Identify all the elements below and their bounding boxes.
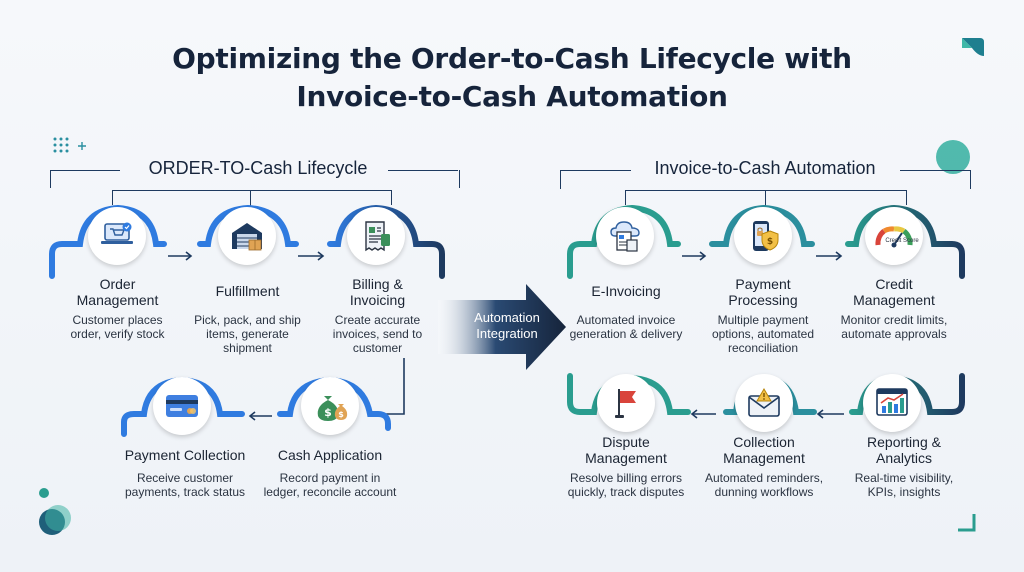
left-bracket-top-right	[388, 170, 458, 171]
credit-management-icon-circle	[865, 207, 923, 265]
teal-circle-decoration-icon	[936, 140, 970, 174]
money-bags-icon: $ $	[317, 396, 348, 421]
left-bottom-row-rails	[121, 376, 391, 437]
fulfillment-desc: Pick, pack, and ship items, generate shi…	[194, 313, 301, 355]
payment-collection-desc: Receive customer payments, track status	[124, 471, 246, 499]
left-down-connector	[382, 358, 405, 415]
payment-processing-label: Payment Processing	[728, 276, 798, 308]
envelope-alert-icon	[748, 388, 780, 417]
order-management-icon-circle	[88, 207, 146, 265]
automation-integration-label: Automation Integration	[474, 310, 540, 341]
svg-text:$: $	[767, 237, 773, 247]
right-bracket-top-right	[900, 170, 971, 189]
dispute-management-icon-circle	[597, 374, 655, 432]
collection-management-desc: Automated reminders, dunning workflows	[704, 471, 824, 499]
dispute-management-desc: Resolve billing errors quickly, track di…	[567, 471, 685, 499]
collection-management-label: Collection Management	[723, 434, 805, 466]
left-bracket-top-left	[50, 170, 120, 171]
collection-management-icon-circle	[735, 374, 793, 432]
credit-management-label: Credit Management	[853, 276, 935, 308]
e-invoicing-label: E-Invoicing	[591, 283, 661, 299]
order-management-label: Order Management	[76, 276, 159, 308]
e-invoicing-desc: Automated invoice generation & delivery	[569, 313, 683, 341]
right-bracket-top-left	[560, 170, 631, 189]
analytics-chart-icon	[876, 388, 908, 416]
reporting-analytics-desc: Real-time visibility, KPIs, insights	[854, 471, 954, 499]
order-management-desc: Customer places order, verify stock	[70, 313, 165, 341]
payment-processing-icon-circle: $	[734, 207, 792, 265]
svg-text:$: $	[338, 410, 344, 419]
dots-decoration-icon	[52, 136, 92, 158]
right-inner-bracket	[625, 190, 907, 205]
svg-text:$: $	[324, 406, 332, 419]
right-section-heading: Invoice-to-Cash Automation	[654, 158, 876, 178]
page-title: Optimizing the Order-to-Cash Lifecycle w…	[0, 40, 1024, 116]
laptop-cart-icon	[101, 222, 133, 244]
automation-integration-arrow	[438, 284, 566, 370]
credit-score-gauge-icon	[875, 226, 913, 248]
reporting-analytics-icon-circle	[863, 374, 921, 432]
bottom-left-circles-decoration-icon	[36, 486, 76, 538]
e-invoicing-icon-circle	[596, 207, 654, 265]
right-bracket-mid-tick	[765, 190, 766, 206]
fulfillment-label: Fulfillment	[215, 283, 280, 299]
cash-application-icon-circle: $ $	[301, 377, 359, 435]
phone-shield-icon: $	[753, 221, 779, 251]
payment-collection-label: Payment Collection	[124, 447, 246, 463]
payment-processing-desc: Multiple payment options, automated reco…	[711, 313, 815, 355]
billing-invoicing-desc: Create accurate invoices, send to custom…	[332, 313, 423, 355]
title-line-2: Invoice-to-Cash Automation	[296, 80, 728, 113]
cash-application-label: Cash Application	[277, 447, 383, 463]
billing-invoicing-label: Billing & Invoicing	[349, 276, 406, 308]
reporting-analytics-label: Reporting & Analytics	[867, 434, 941, 466]
title-line-1: Optimizing the Order-to-Cash Lifecycle w…	[172, 42, 852, 75]
billing-invoicing-icon-circle	[347, 207, 405, 265]
left-bracket-mid-tick	[250, 190, 251, 206]
bottom-right-corner-decoration-icon	[956, 512, 978, 534]
warehouse-icon	[232, 223, 262, 251]
dispute-management-label: Dispute Management	[585, 434, 667, 466]
fulfillment-icon-circle	[218, 207, 276, 265]
flag-icon	[615, 389, 636, 418]
payment-collection-icon-circle	[153, 377, 211, 435]
invoice-icon	[365, 221, 390, 252]
logo-mark-icon	[958, 34, 986, 60]
credit-card-icon	[166, 395, 198, 417]
credit-management-desc: Monitor credit limits, automate approval…	[840, 313, 948, 341]
cloud-invoice-icon	[610, 221, 640, 252]
left-inner-bracket	[112, 190, 392, 205]
credit-score-gauge-text: Credit Score	[885, 238, 919, 244]
cash-application-desc: Record payment in ledger, reconcile acco…	[263, 471, 397, 499]
left-outer-bracket	[50, 170, 460, 188]
left-section-heading: ORDER-TO-Cash Lifecycle	[148, 158, 368, 178]
